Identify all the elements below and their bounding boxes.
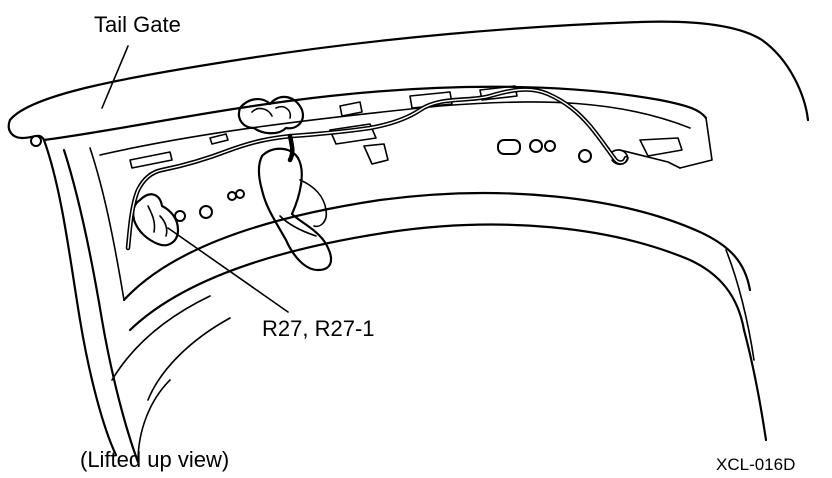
round-hole-6 <box>235 189 245 199</box>
round-hole-5 <box>227 191 237 201</box>
slot-9 <box>619 149 681 169</box>
tail-gate-label: Tail Gate <box>94 12 181 37</box>
slot-1 <box>129 151 173 169</box>
tailgate-top-edge <box>8 20 810 122</box>
inner-panel-flange-2 <box>99 101 691 156</box>
round-hole-4 <box>199 205 213 219</box>
round-hole-1 <box>529 139 543 153</box>
left-pillar-trim <box>89 147 125 301</box>
slot-6 <box>329 123 377 145</box>
motor-body-lower <box>279 215 317 237</box>
connector-housing <box>132 193 180 247</box>
motor-body <box>257 147 333 272</box>
slot-7 <box>363 143 389 165</box>
inner-panel-flange <box>42 85 708 142</box>
round-hole-3 <box>578 149 592 163</box>
corner-hinge <box>30 135 42 147</box>
tailgate-leader-line <box>101 45 129 109</box>
wire-harness-end-loop <box>611 149 629 166</box>
connector-housing-detail <box>147 205 168 237</box>
lower-frame-arc-1 <box>122 191 752 302</box>
right-frame-edge <box>742 328 768 442</box>
motor-body-right <box>299 179 328 228</box>
left-pillar-outer <box>42 138 118 457</box>
lower-frame-arc-2 <box>128 223 746 332</box>
inner-panel-flange-3 <box>679 117 713 169</box>
slot-2 <box>209 133 229 145</box>
opening-left-edge <box>137 379 171 463</box>
round-hole-2 <box>544 140 556 152</box>
connector-leader-line <box>167 227 289 313</box>
view-note-label: (Lifted up view) <box>80 447 230 472</box>
left-pillar-inner <box>62 148 140 464</box>
lower-frame-arc-3 <box>111 295 211 381</box>
lower-frame-arc-4 <box>147 317 231 401</box>
tailgate-left-corner <box>7 118 46 142</box>
oval-hole-1 <box>497 139 521 155</box>
slot-8 <box>639 137 683 157</box>
slot-4 <box>409 91 453 109</box>
slot-3 <box>339 101 363 117</box>
wire-harness-branch <box>287 133 295 163</box>
figure-code-label: XCL-016D <box>716 455 796 474</box>
right-frame-edge-2 <box>725 249 755 361</box>
connector-label: R27, R27-1 <box>262 316 375 341</box>
wiper-bracket <box>237 95 304 135</box>
wiper-bracket-detail <box>251 105 292 119</box>
wire-harness-core <box>127 88 627 249</box>
